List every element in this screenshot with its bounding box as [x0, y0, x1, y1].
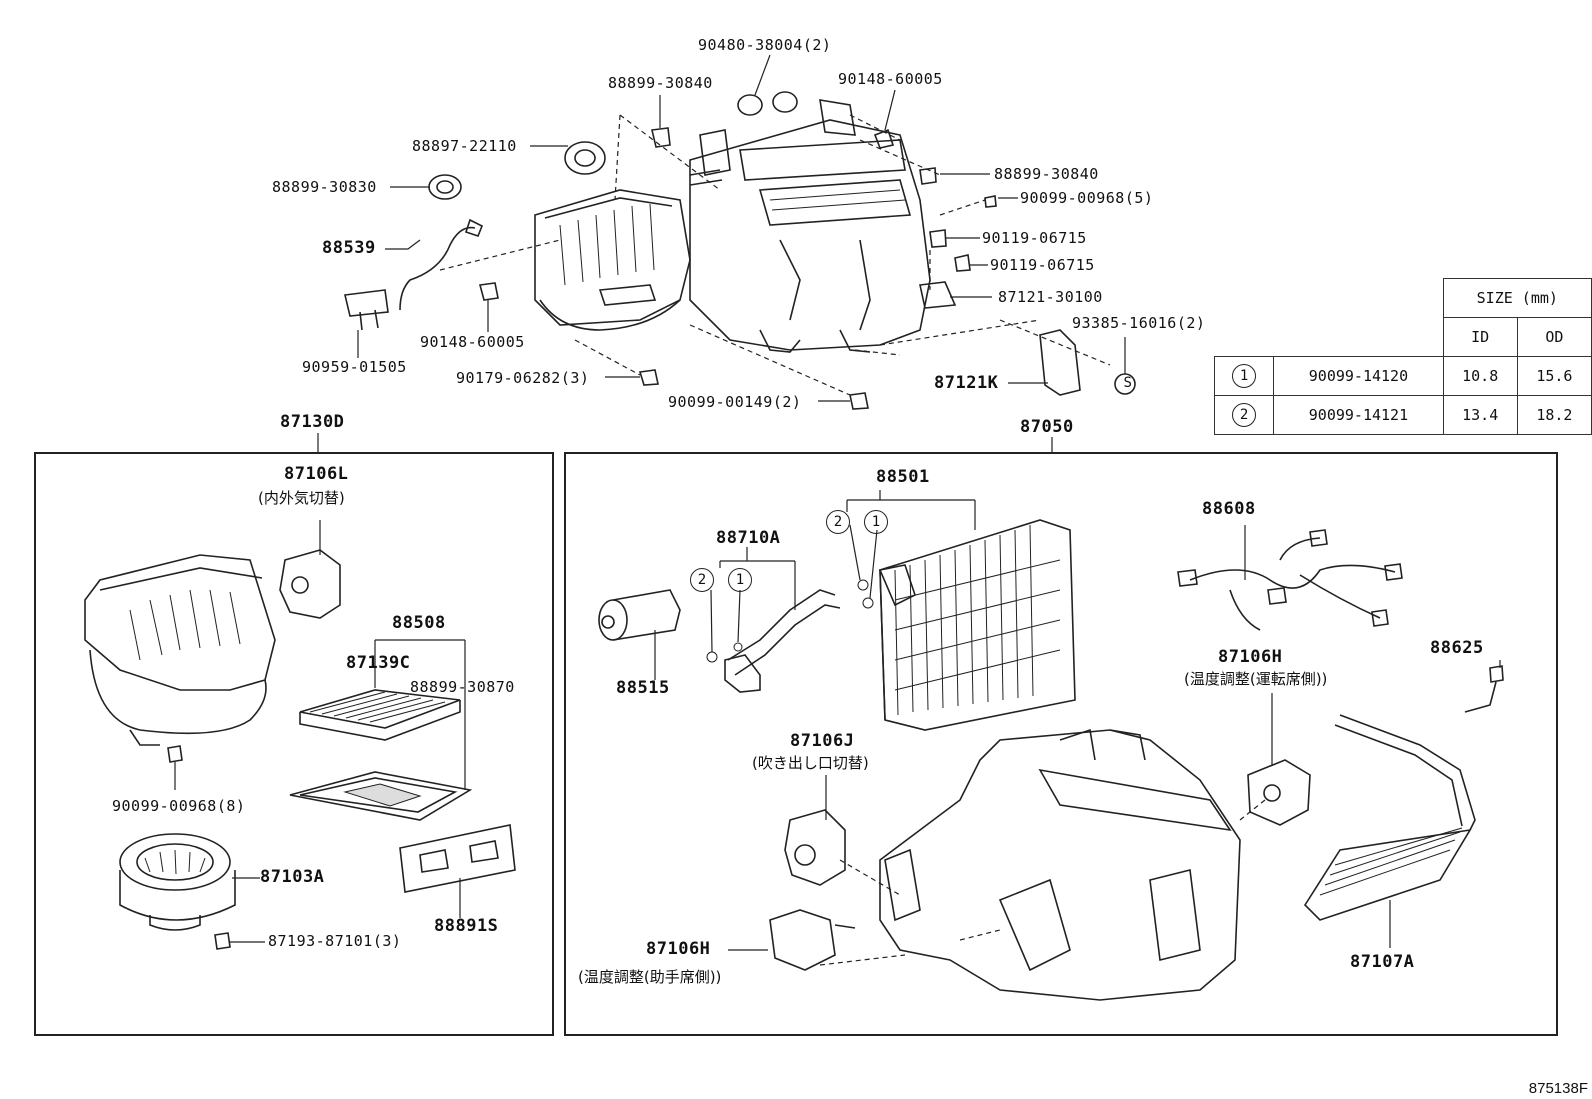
part-label[interactable]: 87106L	[284, 464, 349, 484]
size-header: SIZE (mm)	[1442, 278, 1592, 318]
part-label[interactable]: 88899-30840	[608, 74, 713, 92]
marker-two: 2	[1232, 403, 1257, 427]
part-note: (温度調整(運転席側))	[1184, 670, 1328, 688]
part-number-cell[interactable]: 90099-14120	[1273, 356, 1444, 396]
top-dashed-lines	[439, 114, 1111, 396]
left-box-drawings	[84, 549, 516, 950]
part-label[interactable]: 88899-30840	[994, 165, 1099, 183]
marker-two: 2	[826, 510, 850, 534]
marker-one: 1	[864, 510, 888, 534]
right-dashed-lines	[819, 799, 1266, 966]
part-label[interactable]: 93385-16016(2)	[1072, 314, 1206, 332]
assembly-label-87130d[interactable]: 87130D	[280, 412, 345, 432]
part-label[interactable]: 87121K	[934, 373, 999, 393]
part-label[interactable]: 87106H	[646, 939, 711, 959]
part-label[interactable]: 87193-87101(3)	[268, 932, 402, 950]
part-label[interactable]: 87106J	[790, 731, 855, 751]
part-label[interactable]: 88608	[1202, 499, 1256, 519]
main-unit-drawing	[534, 99, 931, 353]
marker-two: 2	[690, 568, 714, 592]
col-id-header: ID	[1442, 317, 1518, 357]
col-od-header: OD	[1516, 317, 1592, 357]
part-label[interactable]: 88625	[1430, 638, 1484, 658]
part-note: (内外気切替)	[258, 489, 345, 507]
part-label[interactable]: 87103A	[260, 867, 325, 887]
right-box-drawings	[598, 519, 1504, 1001]
left-box-leaders	[230, 520, 466, 943]
part-label[interactable]: 87107A	[1350, 952, 1415, 972]
assembly-box-87130d	[34, 452, 554, 1036]
assembly-label-87050[interactable]: 87050	[1020, 417, 1074, 437]
part-note: (温度調整(助手席側))	[578, 968, 722, 986]
marker-s: S	[1123, 375, 1133, 391]
top-leader-lines	[357, 54, 1126, 402]
od-cell: 18.2	[1516, 395, 1592, 435]
part-label[interactable]: 90099-00968(5)	[1020, 189, 1154, 207]
marker-one: 1	[728, 568, 752, 592]
part-label[interactable]: 90959-01505	[302, 358, 407, 376]
part-label[interactable]: 88897-22110	[412, 137, 517, 155]
part-label[interactable]: 88899-30830	[272, 178, 377, 196]
od-cell: 15.6	[1516, 356, 1592, 396]
part-label[interactable]: 88515	[616, 678, 670, 698]
part-label[interactable]: 88539	[322, 238, 376, 258]
part-label[interactable]: 88508	[392, 613, 446, 633]
part-label[interactable]: 88501	[876, 467, 930, 487]
assembly-box-87050	[564, 452, 1558, 1036]
part-label[interactable]: 87139C	[346, 653, 411, 673]
part-label[interactable]: 88891S	[434, 916, 499, 936]
part-label[interactable]: 90480-38004(2)	[698, 36, 832, 54]
right-box-leaders	[654, 490, 1501, 951]
part-label[interactable]: 90148-60005	[838, 70, 943, 88]
table-row: 2 90099-14121 13.4 18.2	[1213, 395, 1592, 435]
part-label[interactable]: 90119-06715	[982, 229, 1087, 247]
part-label[interactable]: 90099-00968(8)	[112, 797, 246, 815]
part-number-cell[interactable]: 90099-14121	[1273, 395, 1444, 435]
part-label[interactable]: 88899-30870	[410, 678, 515, 696]
part-label[interactable]: 87106H	[1218, 647, 1283, 667]
diagram-code: 875138F	[1528, 1080, 1588, 1097]
part-label[interactable]: 90148-60005	[420, 333, 525, 351]
part-label[interactable]: 90119-06715	[990, 256, 1095, 274]
id-cell: 10.8	[1442, 356, 1518, 396]
part-label[interactable]: 87121-30100	[998, 288, 1103, 306]
part-label[interactable]: 90179-06282(3)	[456, 369, 590, 387]
marker-one: 1	[1232, 364, 1257, 388]
part-note: (吹き出し口切替)	[752, 754, 869, 772]
part-label[interactable]: 88710A	[716, 528, 781, 548]
part-label[interactable]: 90099-00149(2)	[668, 393, 802, 411]
id-cell: 13.4	[1442, 395, 1518, 435]
size-table: SIZE (mm) ID OD 1 90099-14120 10.8 15.6 …	[1213, 278, 1592, 435]
table-row: 1 90099-14120 10.8 15.6	[1213, 356, 1592, 396]
